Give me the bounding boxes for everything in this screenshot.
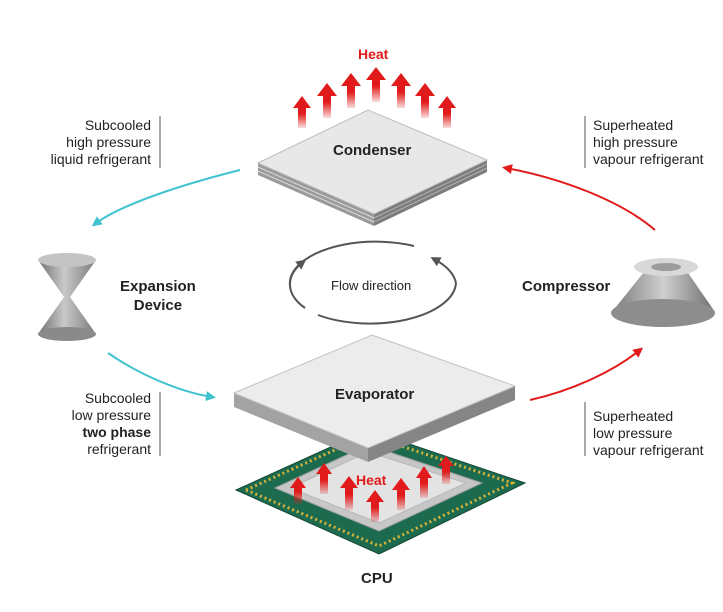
note-subcooled-low: Subcooled low pressure two phase refrige… bbox=[72, 390, 151, 458]
compressor-label: Compressor bbox=[522, 278, 611, 295]
flow-arrow-condenser-to-expansion bbox=[91, 169, 241, 227]
note-line: Subcooled bbox=[84, 390, 151, 406]
heat-label-top: Heat bbox=[358, 46, 389, 62]
note-superheated-low: Superheated low pressure vapour refriger… bbox=[593, 408, 704, 459]
expansion-label-line2: Device bbox=[133, 297, 183, 314]
note-line: refrigerant bbox=[87, 441, 151, 457]
note-superheated-high: Superheated high pressure vapour refrige… bbox=[593, 117, 704, 168]
condenser-plate bbox=[256, 109, 489, 226]
compressor-shape bbox=[611, 258, 715, 327]
flow-arrow-compressor-to-condenser bbox=[502, 164, 656, 231]
note-line: low pressure bbox=[71, 407, 151, 423]
note-subcooled-high: Subcooled high pressure liquid refrigera… bbox=[51, 117, 151, 168]
flow-arrow-expansion-to-evaporator bbox=[107, 352, 216, 402]
note-line: liquid refrigerant bbox=[50, 151, 151, 167]
note-line: vapour refrigerant bbox=[593, 151, 704, 167]
note-line: high pressure bbox=[66, 134, 151, 150]
evaporator-plate bbox=[232, 334, 517, 462]
flow-direction-label: Flow direction bbox=[331, 278, 412, 293]
flow-direction-loop bbox=[288, 240, 457, 325]
evaporator-label: Evaporator bbox=[335, 386, 415, 403]
note-line: low pressure bbox=[593, 425, 673, 441]
cpu-label: CPU bbox=[361, 570, 393, 587]
note-line: Superheated bbox=[593, 408, 674, 424]
expansion-label-line1: Expansion bbox=[120, 278, 196, 295]
note-line: Subcooled bbox=[84, 117, 151, 133]
heat-arrows-top bbox=[293, 67, 456, 128]
note-line: high pressure bbox=[593, 134, 678, 150]
flow-arrow-evaporator-to-compressor bbox=[529, 347, 644, 401]
note-line-emphasis: two phase bbox=[82, 424, 151, 440]
expansion-device-shape bbox=[38, 253, 96, 341]
note-line: vapour refrigerant bbox=[593, 442, 704, 458]
heat-label-cpu: Heat bbox=[356, 472, 387, 488]
heat-arrows-cpu bbox=[290, 456, 454, 522]
condenser-label: Condenser bbox=[333, 142, 412, 159]
note-line: Superheated bbox=[593, 117, 674, 133]
expansion-device-label: Expansion Device bbox=[120, 277, 196, 315]
